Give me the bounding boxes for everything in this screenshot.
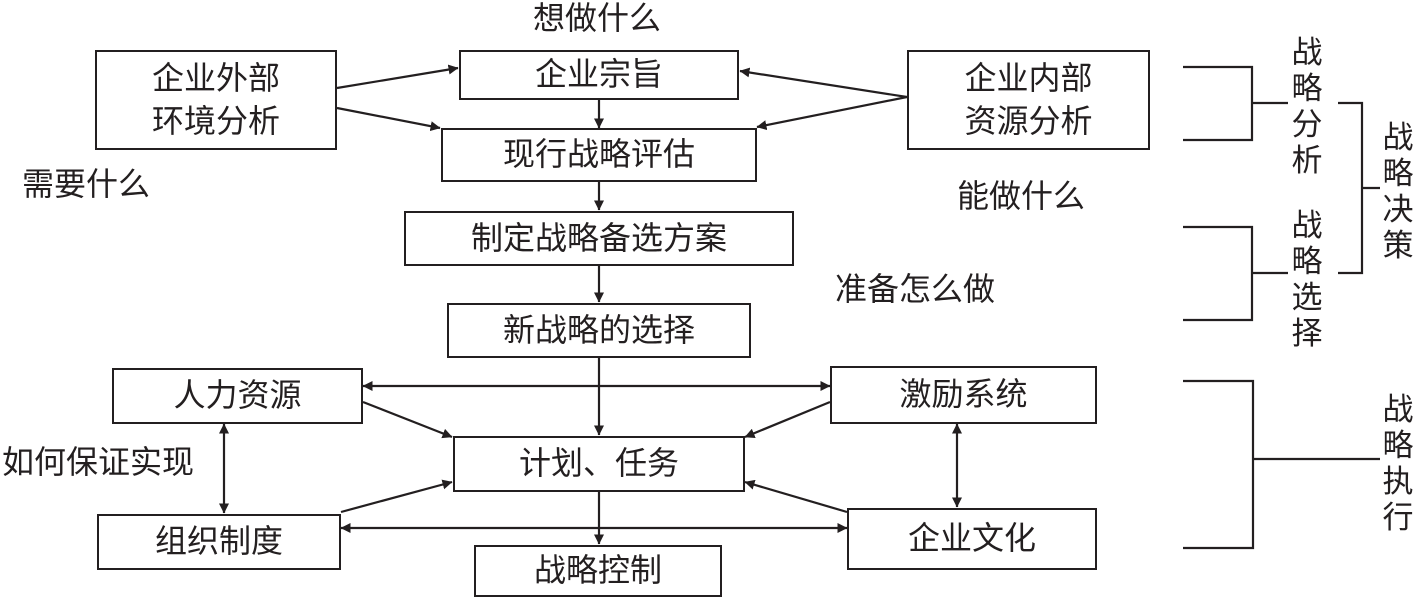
what-is-needed-label: 需要什么 bbox=[22, 165, 151, 203]
plan-tasks-box: 计划、任务 bbox=[453, 436, 745, 492]
internal-resource-analysis-box: 企业内部 资源分析 bbox=[907, 50, 1150, 150]
strategy-selection-label: 战 略 选 择 bbox=[1291, 208, 1323, 352]
enterprise-mission-text: 企业宗旨 bbox=[534, 55, 663, 94]
strategy-alternatives-box: 制定战略备选方案 bbox=[404, 211, 794, 266]
arrow-internal-to-eval bbox=[756, 95, 908, 131]
strategy-control-box: 战略控制 bbox=[474, 545, 722, 597]
strategy-alternatives-text: 制定战略备选方案 bbox=[470, 218, 727, 257]
enterprise-culture-text: 企业文化 bbox=[907, 519, 1036, 558]
current-strategy-evaluation-box: 现行战略评估 bbox=[441, 128, 757, 182]
bracket-analysis bbox=[1183, 65, 1288, 142]
organization-system-text: 组织制度 bbox=[154, 522, 283, 561]
enterprise-culture-box: 企业文化 bbox=[847, 508, 1097, 570]
what-to-do-label: 想做什么 bbox=[533, 0, 662, 37]
external-environment-analysis-box: 企业外部 环境分析 bbox=[95, 50, 337, 150]
new-strategy-choice-text: 新战略的选择 bbox=[502, 310, 695, 349]
bracket-decision bbox=[1338, 101, 1380, 275]
current-strategy-evaluation-text: 现行战略评估 bbox=[502, 135, 695, 174]
bracket-execution bbox=[1183, 379, 1380, 550]
arrow-human-to-plan bbox=[362, 400, 453, 439]
arrow-external-to-mission bbox=[336, 64, 459, 90]
new-strategy-choice-box: 新战略的选择 bbox=[447, 303, 751, 358]
arrow-external-to-eval bbox=[336, 106, 441, 132]
arrow-internal-to-mission bbox=[739, 67, 908, 99]
human-resources-text: 人力资源 bbox=[173, 376, 302, 415]
strategy-analysis-label: 战 略 分 析 bbox=[1291, 35, 1323, 179]
external-environment-analysis-text: 企业外部 环境分析 bbox=[151, 58, 280, 140]
human-resources-box: 人力资源 bbox=[112, 368, 363, 424]
incentive-system-text: 激励系统 bbox=[899, 375, 1028, 414]
how-to-ensure-label: 如何保证实现 bbox=[2, 443, 195, 481]
arrow-incentive-to-plan bbox=[744, 400, 831, 439]
strategy-decision-label: 战 略 决 策 bbox=[1382, 120, 1414, 264]
internal-resource-analysis-text: 企业内部 资源分析 bbox=[964, 58, 1093, 140]
strategy-execution-label: 战 略 执 行 bbox=[1382, 392, 1414, 536]
what-can-be-done-label: 能做什么 bbox=[957, 177, 1086, 215]
incentive-system-box: 激励系统 bbox=[830, 366, 1097, 424]
how-to-prepare-label: 准备怎么做 bbox=[835, 270, 996, 308]
plan-tasks-text: 计划、任务 bbox=[518, 444, 679, 483]
arrow-culture-to-plan bbox=[744, 479, 848, 514]
strategy-control-text: 战略控制 bbox=[533, 551, 662, 590]
arrow-org-to-plan bbox=[340, 479, 453, 514]
bracket-selection bbox=[1183, 225, 1288, 322]
organization-system-box: 组织制度 bbox=[97, 514, 341, 570]
enterprise-mission-box: 企业宗旨 bbox=[459, 50, 739, 100]
